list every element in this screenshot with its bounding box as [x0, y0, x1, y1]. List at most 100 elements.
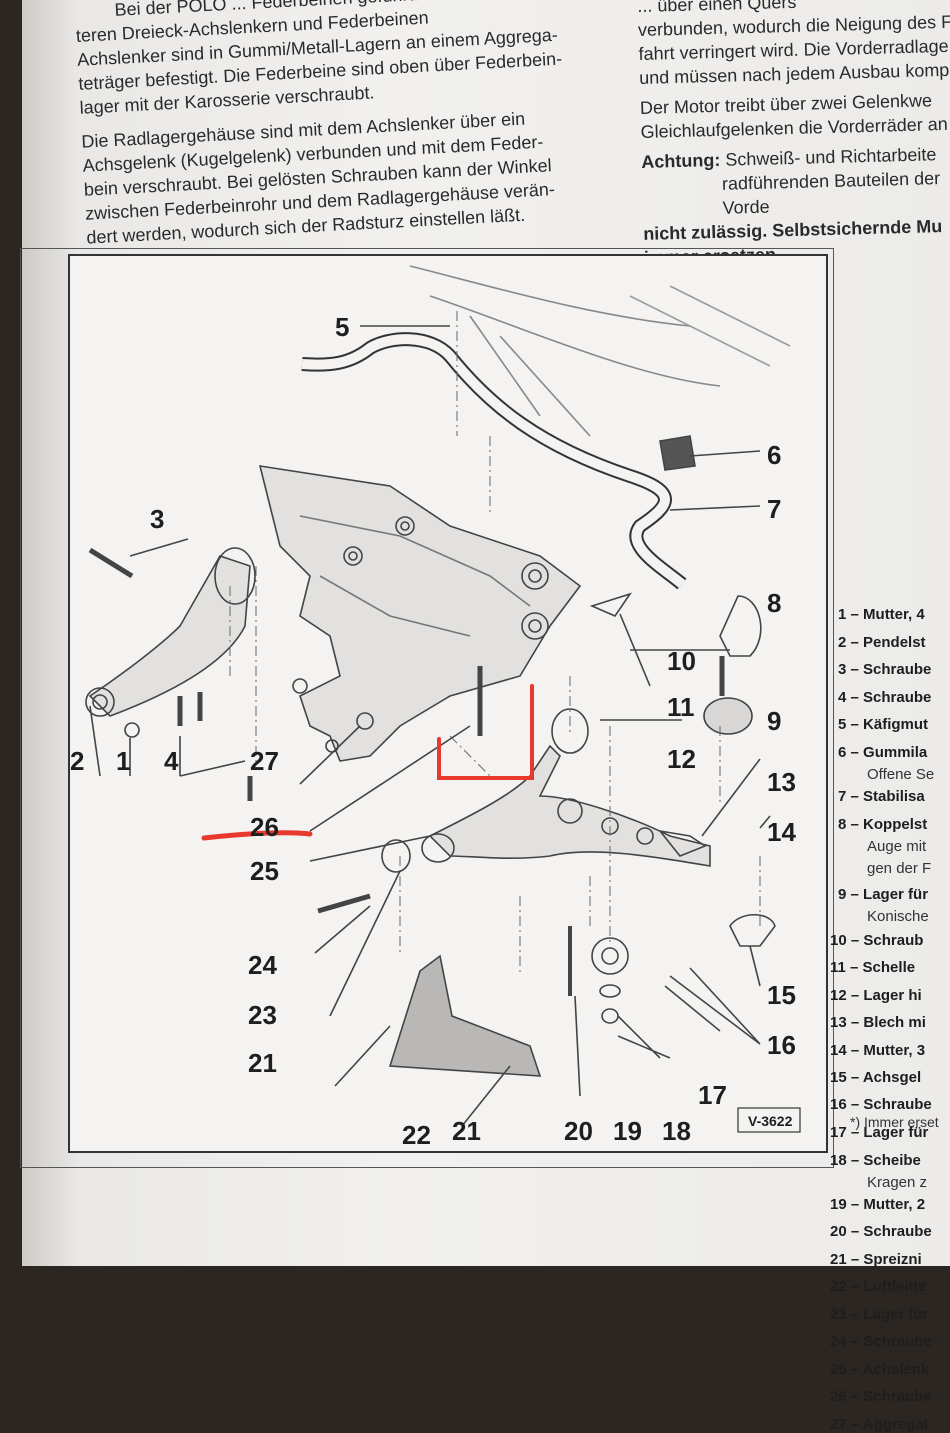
legend-label: Lager für	[863, 1306, 929, 1323]
legend-entry: 12	[830, 987, 847, 1004]
legend-label: Pendelst	[863, 634, 926, 651]
legend-label: Koppelst	[863, 816, 928, 833]
legend-entry: 27	[830, 1416, 847, 1433]
callout-27: 27	[250, 746, 279, 776]
legend-item: 17 – Lager für	[830, 1124, 928, 1141]
legend-entry: 9	[838, 886, 847, 903]
legend-entry: 20	[830, 1223, 847, 1240]
legend-dash: –	[846, 1014, 864, 1031]
legend-dash: –	[846, 661, 864, 678]
legend-item: 15 – Achsgel	[830, 1069, 921, 1086]
legend-dash: –	[846, 932, 864, 949]
legend-label: Scheibe	[863, 1152, 921, 1169]
legend-entry: 21	[830, 1251, 847, 1268]
legend-entry: 22	[830, 1278, 847, 1295]
legend-label: Blech mi	[863, 1014, 926, 1031]
legend-item: 27 – Aggregat	[830, 1416, 929, 1433]
legend-entry: 11	[830, 959, 846, 976]
callout-6: 6	[767, 440, 781, 470]
legend-label: Achslenk	[862, 1361, 930, 1378]
legend-item: 2 – Pendelst	[838, 634, 926, 651]
legend-item: 6 – Gummila	[838, 744, 927, 761]
legend-dash: –	[846, 1278, 864, 1295]
legend-dash: –	[846, 716, 864, 733]
callout-18: 18	[662, 1116, 691, 1146]
legend-label: Aggregat	[862, 1416, 929, 1433]
legend-label: Mutter, 3	[863, 1042, 926, 1059]
legend-label: Schraube	[863, 1333, 932, 1350]
callout-21b: 21	[452, 1116, 481, 1146]
legend-dash: –	[846, 689, 864, 706]
legend-label: Mutter, 4	[863, 606, 925, 623]
legend-entry: 1	[838, 606, 847, 623]
intro-text-right: ... über einen Quers verbunden, wodurch …	[637, 0, 950, 270]
legend-dash: –	[846, 1361, 863, 1378]
callout-22: 22	[402, 1120, 431, 1150]
legend-entry: 8	[838, 816, 847, 833]
legend-dash: –	[846, 886, 864, 903]
legend-entry: 6	[838, 744, 847, 761]
callout-20: 20	[564, 1116, 593, 1146]
legend-entry: 5	[838, 716, 847, 733]
callout-16: 16	[767, 1030, 796, 1060]
legend-dash: –	[846, 1069, 863, 1086]
legend-item: 26 – Schraube	[830, 1388, 932, 1405]
footnote: *) Immer erset	[850, 1114, 939, 1130]
legend-dash: –	[846, 634, 864, 651]
callout-24: 24	[248, 950, 277, 980]
callout-3: 3	[150, 504, 164, 534]
legend-label: Lager für	[863, 886, 929, 903]
legend-item: 4 – Schraube	[838, 689, 931, 706]
legend-entry: 10	[830, 932, 847, 949]
legend-label: Gummila	[863, 744, 928, 761]
figure-id: V-3622	[748, 1113, 793, 1129]
legend-item: 13 – Blech mi	[830, 1014, 926, 1031]
legend-dash: –	[846, 1196, 864, 1213]
legend-entry: 24	[830, 1333, 847, 1350]
callout-13: 13	[767, 767, 796, 797]
legend-entry: 15	[830, 1069, 847, 1086]
legend-label: Lager hi	[863, 987, 922, 1004]
legend-subtext: gen der F	[867, 860, 932, 877]
callout-5: 5	[335, 312, 349, 342]
diagram-svg: 5 6 7 3 8 10 11 9 12 13 14 2 1 4 27 26 2…	[70, 265, 801, 1150]
legend-subtext: Kragen z	[867, 1174, 928, 1191]
text-line: Schweiß- und Richtarbeite	[720, 144, 937, 170]
legend-dash: –	[846, 788, 864, 805]
callout-14: 14	[767, 817, 796, 847]
legend-dash: –	[845, 959, 863, 976]
callout-21: 21	[248, 1048, 277, 1078]
legend-entry: 13	[830, 1014, 847, 1031]
callout-11: 11	[667, 692, 695, 722]
legend-label: Lager für	[863, 1124, 929, 1141]
callout-19: 19	[613, 1116, 642, 1146]
intro-text-left: Bei der POLO ... Federbeinen geführt. Di…	[74, 0, 626, 250]
legend-dash: –	[846, 1223, 864, 1240]
legend-label: Schraube	[863, 689, 932, 706]
callout-2: 2	[70, 746, 84, 776]
legend-item: 1 – Mutter, 4	[838, 606, 925, 623]
legend-item: 25 – Achslenk	[830, 1361, 930, 1378]
legend-entry: 3	[838, 661, 847, 678]
legend-item: 24 – Schraube	[830, 1333, 932, 1350]
legend-item: 8 – Koppelst	[838, 816, 927, 833]
callout-15: 15	[767, 980, 796, 1010]
legend-dash: –	[846, 1333, 864, 1350]
legend-entry: 2	[838, 634, 847, 651]
legend-label: Luftleitte	[863, 1278, 927, 1295]
callout-23: 23	[248, 1000, 277, 1030]
legend-label: Stabilisa	[863, 788, 925, 805]
legend-entry: 19	[830, 1196, 847, 1213]
callout-1: 1	[116, 746, 130, 776]
red-underline-annotation	[201, 830, 313, 841]
legend-entry: 23	[830, 1306, 847, 1323]
legend-label: Schraube	[863, 1096, 932, 1113]
legend-dash: –	[846, 1306, 864, 1323]
callout-26: 26	[250, 812, 279, 842]
legend-label: Schelle	[862, 959, 916, 976]
legend-item: 7 – Stabilisa	[838, 788, 925, 805]
callout-25: 25	[250, 856, 279, 886]
callout-12: 12	[667, 744, 696, 774]
legend-label: Käfigmut	[863, 716, 929, 733]
legend-item: 18 – Scheibe	[830, 1152, 921, 1169]
